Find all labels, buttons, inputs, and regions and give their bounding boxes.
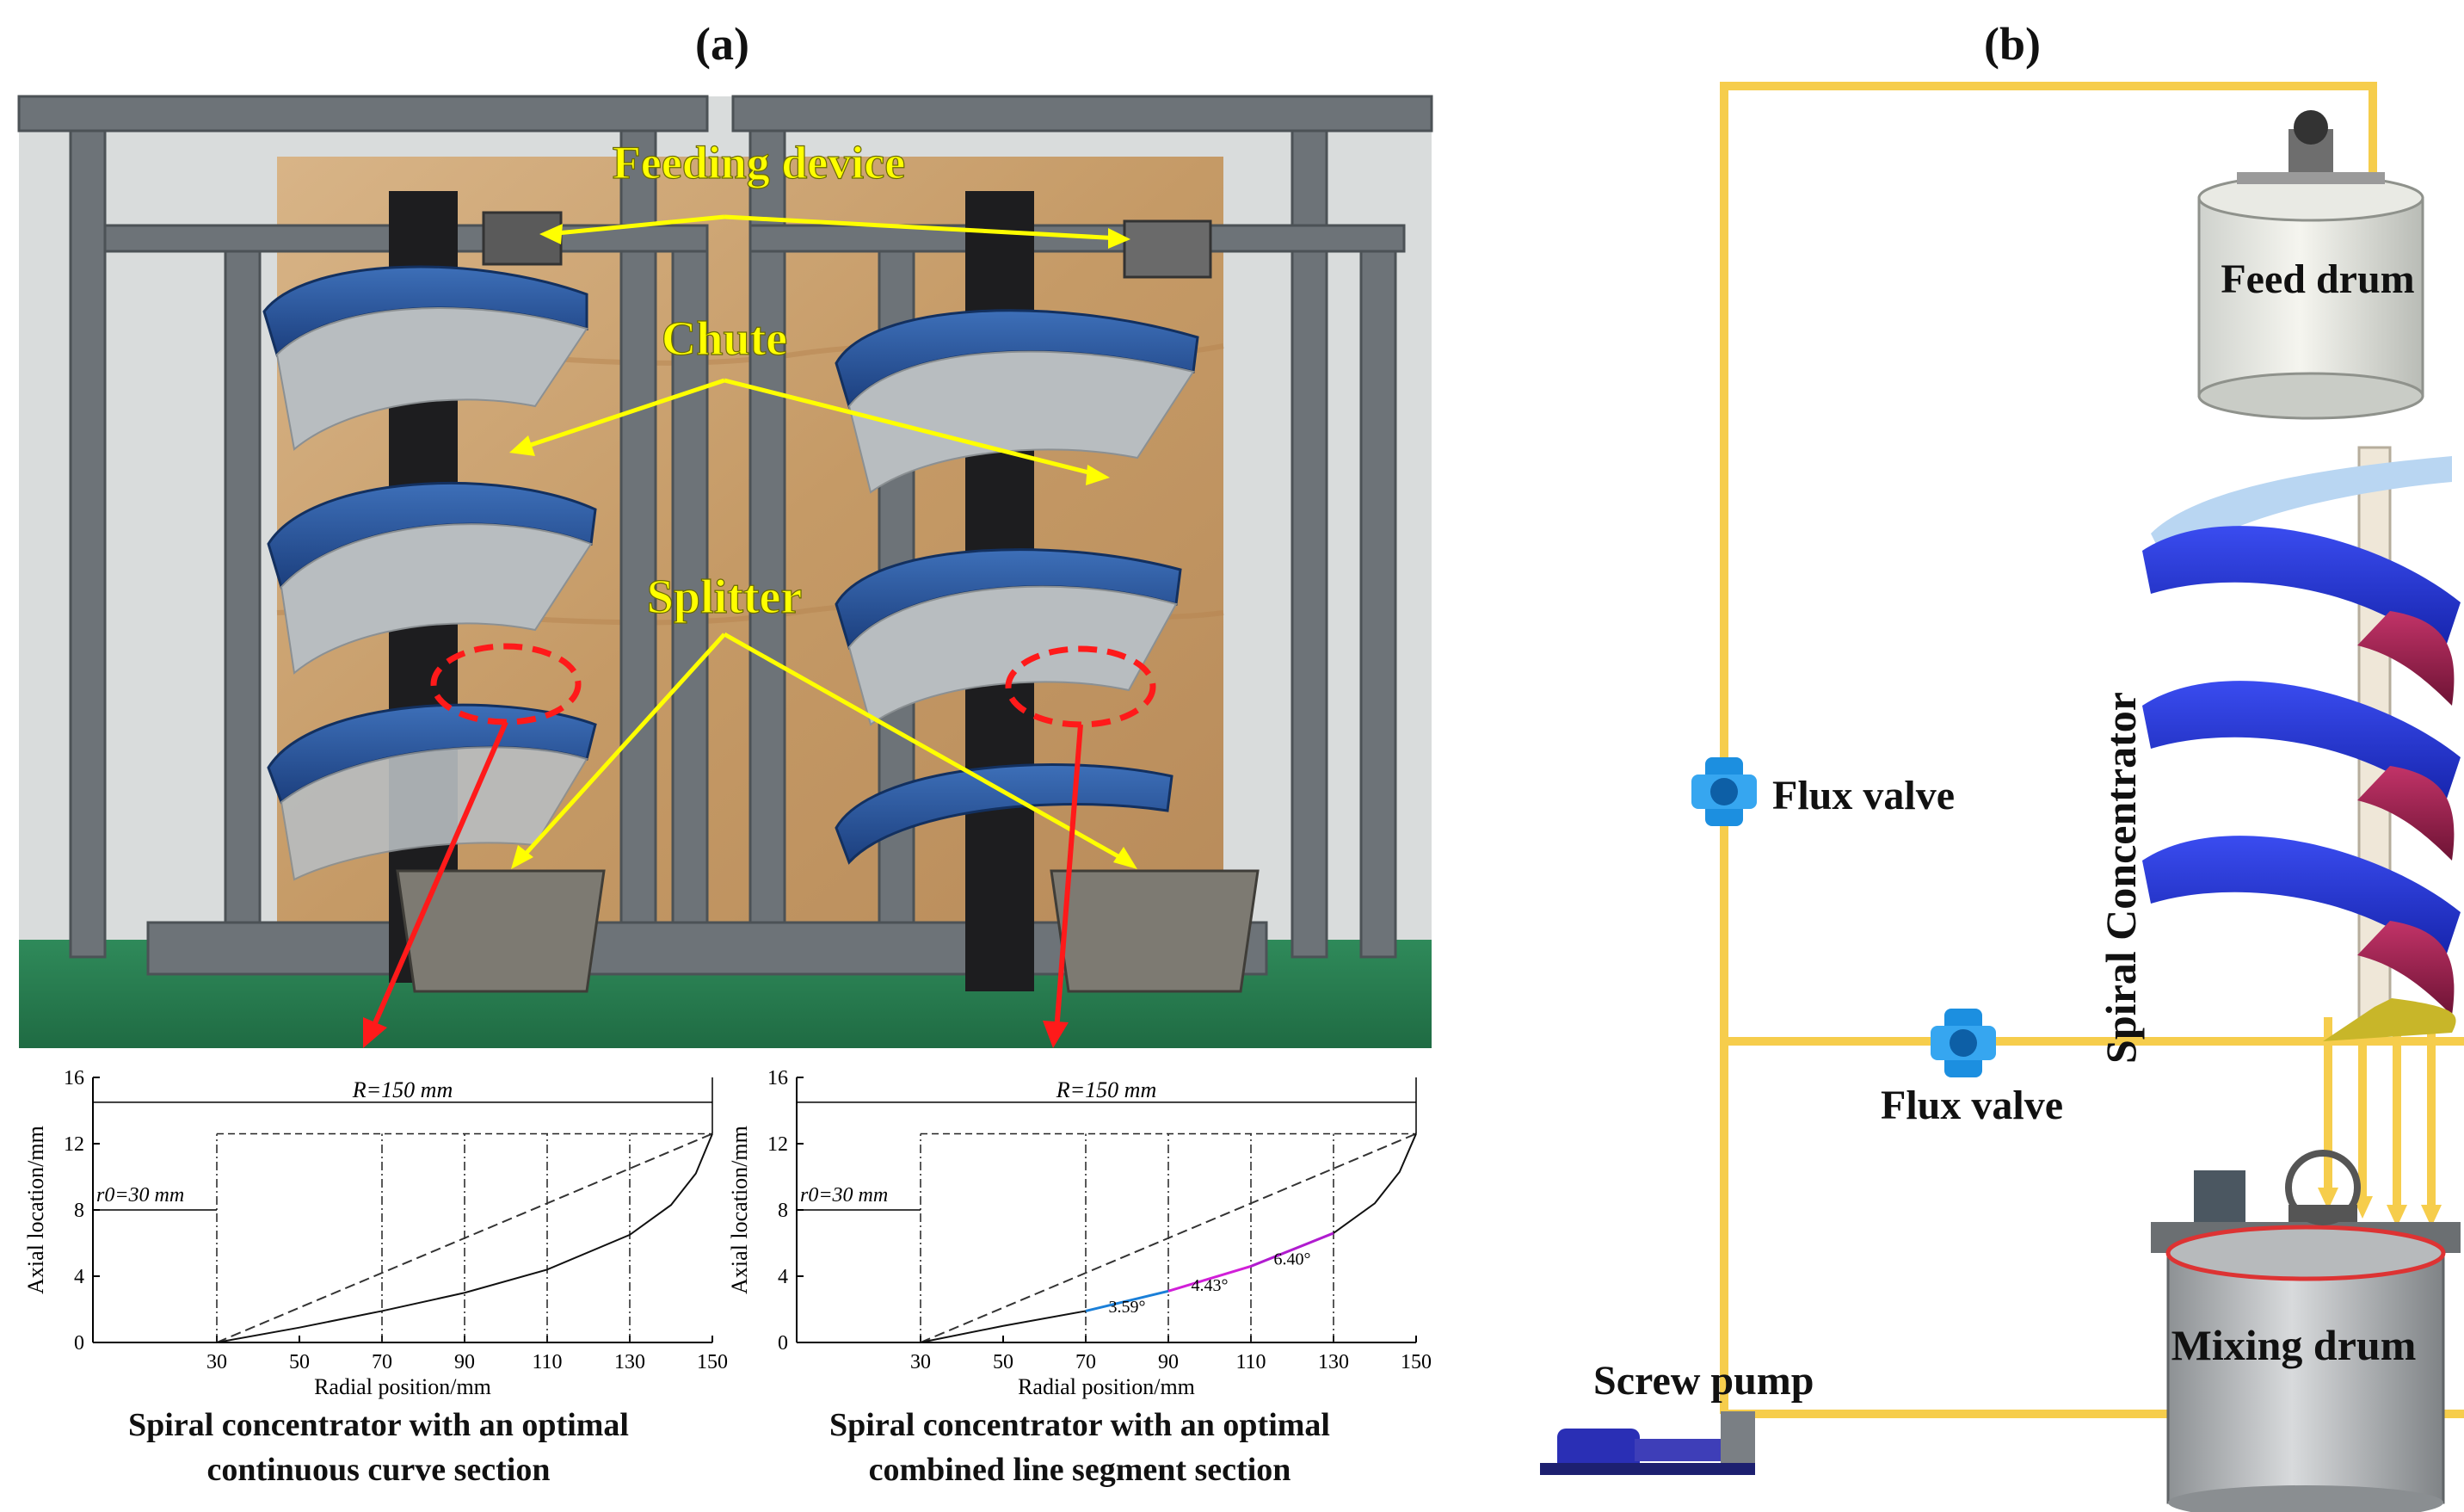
series-line-1 xyxy=(216,1133,713,1343)
x-tick-label: 130 xyxy=(614,1351,645,1373)
spiral-concentrator-label: Spiral Concentrator xyxy=(2097,692,2145,1064)
series-line-0 xyxy=(216,1132,713,1343)
y-axis-label: Axial location/mm xyxy=(23,1126,48,1294)
y-tick-label: 8 xyxy=(74,1200,84,1222)
caption-left: Spiral concentrator with an optimal cont… xyxy=(52,1403,705,1492)
y-tick-label: 16 xyxy=(767,1067,788,1089)
x-tick-label: 90 xyxy=(1158,1351,1179,1373)
y-tick-label: 12 xyxy=(767,1133,788,1156)
spiral-concentrator xyxy=(2142,446,2461,1041)
x-tick-label: 30 xyxy=(910,1351,931,1373)
series-line-2 xyxy=(1085,1289,1169,1312)
angle-label: 6.40° xyxy=(1274,1250,1311,1268)
x-tick-label: 90 xyxy=(454,1351,475,1373)
photo-spiral-concentrators: Feeding device Chute Splitter xyxy=(17,95,1433,1048)
x-tick-label: 150 xyxy=(1401,1351,1432,1373)
r-annotation: R=150 mm xyxy=(352,1077,453,1102)
caption-right-line1: Spiral concentrator with an optimal xyxy=(829,1407,1330,1443)
callout-splitter: Splitter xyxy=(647,571,802,624)
photo-illustration: Feeding device Chute Splitter xyxy=(17,95,1433,1048)
plot-right: 0 4 8 12 16 30 50 70 90 110 130 150 R=150 mm r0=30 mm… xyxy=(727,1067,1432,1399)
y-tick-label: 4 xyxy=(778,1266,788,1288)
flow-diagram: Feed drum Spiral Concentrator Flux valve… xyxy=(1540,82,2464,1512)
y-tick-label: 16 xyxy=(64,1067,84,1089)
r0-annotation: r0=30 mm xyxy=(800,1184,888,1207)
r-annotation: R=150 mm xyxy=(1056,1077,1156,1102)
caption-left-line1: Spiral concentrator with an optimal xyxy=(128,1407,629,1443)
x-tick-label: 70 xyxy=(1075,1351,1096,1373)
plot-left: 0 4 8 12 16 30 50 70 90 110 130 150 R=150 mm r0=30 mm… xyxy=(23,1067,728,1399)
x-tick-label: 50 xyxy=(289,1351,310,1373)
series-line-4 xyxy=(1250,1231,1334,1268)
x-axis-label: Radial position/mm xyxy=(1018,1374,1195,1399)
caption-left-line2: continuous curve section xyxy=(206,1452,551,1488)
panel-b-label: (b) xyxy=(1984,18,2041,70)
x-tick-label: 150 xyxy=(697,1351,728,1373)
y-tick-label: 0 xyxy=(74,1332,84,1355)
feed-drum xyxy=(2197,110,2424,420)
panel-a-label: (a) xyxy=(695,18,749,70)
mixing-drum xyxy=(2151,1150,2461,1512)
caption-right-line2: combined line segment section xyxy=(868,1452,1291,1488)
x-tick-label: 130 xyxy=(1318,1351,1349,1373)
screw-pump-label: Screw pump xyxy=(1593,1358,1814,1404)
r0-annotation: r0=30 mm xyxy=(96,1184,184,1207)
y-axis-label: Axial location/mm xyxy=(727,1126,752,1294)
x-tick-label: 110 xyxy=(1235,1351,1266,1373)
caption-right: Spiral concentrator with an optimal comb… xyxy=(748,1403,1411,1492)
callout-chute: Chute xyxy=(662,312,787,366)
flux-valve-icon xyxy=(1691,757,1757,826)
feed-drum-label: Feed drum xyxy=(2221,256,2414,302)
pipe-network xyxy=(1720,82,2464,1418)
callout-feeding-device: Feeding device xyxy=(613,137,905,188)
flux-valve-label-1: Flux valve xyxy=(1772,773,1955,818)
y-tick-label: 12 xyxy=(64,1133,84,1156)
series-line-0 xyxy=(920,1132,1417,1343)
angle-label: 3.59° xyxy=(1109,1298,1146,1317)
y-tick-label: 8 xyxy=(778,1200,788,1222)
series-line-1 xyxy=(920,1310,1087,1343)
series-line-5 xyxy=(1333,1133,1417,1234)
y-tick-label: 0 xyxy=(778,1332,788,1355)
x-tick-label: 50 xyxy=(993,1351,1013,1373)
mixing-drum-label: Mixing drum xyxy=(2171,1321,2417,1369)
x-tick-label: 30 xyxy=(206,1351,227,1373)
screw-pump xyxy=(1540,1411,1755,1475)
flux-valve-label-2: Flux valve xyxy=(1881,1083,2063,1128)
x-axis-label: Radial position/mm xyxy=(314,1374,491,1399)
x-tick-label: 110 xyxy=(532,1351,562,1373)
flux-valve-icon xyxy=(1931,1009,1996,1077)
x-tick-label: 70 xyxy=(372,1351,392,1373)
y-tick-label: 4 xyxy=(74,1266,84,1288)
angle-label: 4.43° xyxy=(1192,1276,1229,1295)
series-line-3 xyxy=(1167,1265,1252,1293)
